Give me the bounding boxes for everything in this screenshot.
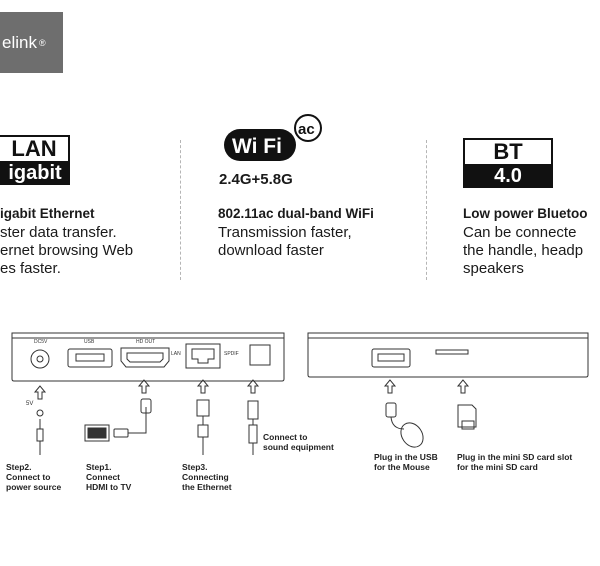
step3-line: Step3. (182, 462, 208, 472)
usb-port-icon (67, 348, 113, 368)
spdif-port-label: SPDIF (224, 351, 239, 357)
usb-dongle-icon (385, 402, 397, 418)
arrow-icon (137, 379, 151, 394)
bt-badge-bottom: 4.0 (463, 164, 553, 188)
step1-line: HDMI to TV (86, 482, 132, 492)
bt-desc-line: the handle, headp (463, 242, 584, 259)
bt-desc-line: Can be connecte (463, 224, 577, 241)
wifi-desc-line: Transmission faster, (218, 224, 352, 241)
tv-icon (84, 424, 110, 442)
dc-port-icon (30, 349, 50, 369)
arrow-icon (246, 379, 260, 394)
wifi-feature-title: 802.11ac dual-band WiFi (218, 206, 374, 221)
sdcard-line: for the mini SD card (457, 462, 538, 472)
hdmi-cable-icon (113, 428, 129, 438)
back-panel (11, 332, 285, 382)
power-plug-icon (36, 428, 44, 442)
lan-desc-line: es faster. (0, 260, 61, 277)
sound-line: Connect to (263, 432, 308, 442)
step3-label: Step3. Connecting the Ethernet (182, 462, 232, 492)
bt-desc-line: speakers (463, 260, 524, 277)
step3-line: Connecting (182, 472, 229, 482)
usb-port-label: USB (84, 339, 95, 345)
step1-line: Step1. (86, 462, 112, 472)
arrow-icon (196, 379, 210, 394)
sd-card-icon (457, 404, 477, 428)
bt-feature-desc: Can be connecte the handle, headp speake… (463, 224, 583, 278)
lan-desc-line: ster data transfer. (0, 224, 117, 241)
ethernet-plug-icon (196, 399, 210, 417)
arrow-icon (33, 385, 47, 400)
lan-badge-top: LAN (0, 135, 70, 161)
step1-label: Step1. Connect HDMI to TV (86, 462, 131, 492)
mouse-label: Plug in the USB for the Mouse (374, 452, 438, 472)
sd-slot-icon (435, 349, 469, 355)
wifi-logo-text: Wi Fi (232, 135, 282, 158)
port-diagram: DC5V USB HD OUT LAN SPDIF 5V (11, 332, 589, 455)
sdcard-line: Plug in the mini SD card slot (457, 452, 573, 462)
sound-line: sound equipment (263, 442, 334, 452)
lan-desc-line: ernet browsing Web (0, 242, 134, 259)
wifi-ac-text: ac (298, 121, 315, 138)
front-panel (307, 332, 589, 378)
wifi-desc-line: download faster (218, 242, 324, 259)
step2-label: Step2. Connect to power source (6, 462, 61, 492)
arrow-icon (456, 379, 470, 394)
brand-logo: elink® (0, 12, 63, 73)
spdif-port-icon (249, 344, 271, 366)
step2-line: Connect to (6, 472, 51, 482)
hdmi-port-icon (120, 347, 170, 368)
sound-label: Connect to sound equipment (263, 432, 334, 452)
feature-divider-1 (180, 140, 181, 280)
dc-port-label: DC5V (34, 339, 48, 345)
bt-badge: BT 4.0 (463, 138, 553, 188)
arrow-icon (383, 379, 397, 394)
mouse-line: Plug in the USB (374, 452, 438, 462)
lan-badge-bottom: igabit (0, 161, 70, 185)
lan-port-icon (185, 343, 221, 369)
wifi-bands: 2.4G+5.8G (219, 171, 293, 188)
power-voltage-label: 5V (26, 401, 33, 407)
hdmi-port-label: HD OUT (136, 339, 155, 345)
step3-line: the Ethernet (182, 482, 232, 492)
registered-mark: ® (38, 37, 46, 48)
wifi-logo-icon: Wi Fi ac (224, 114, 322, 161)
lan-badge: LAN igabit (0, 135, 70, 185)
mouse-icon (400, 422, 424, 448)
step2-line: Step2. (6, 462, 32, 472)
wifi-feature-desc: Transmission faster, download faster (218, 224, 352, 260)
mouse-line: for the Mouse (374, 462, 430, 472)
feature-divider-2 (426, 140, 427, 280)
step2-line: power source (6, 482, 62, 492)
lan-feature-desc: ster data transfer. ernet browsing Web e… (0, 224, 133, 278)
front-usb-port-icon (371, 348, 411, 368)
sdcard-label: Plug in the mini SD card slot for the mi… (457, 452, 572, 472)
power-symbol-icon (36, 409, 44, 417)
bt-feature-title: Low power Bluetoo (463, 206, 588, 221)
lan-port-label: LAN (171, 351, 181, 357)
step1-line: Connect (86, 472, 120, 482)
brand-logo-text: elink (2, 32, 37, 52)
bt-badge-top: BT (463, 138, 553, 164)
lan-feature-title: igabit Ethernet (0, 206, 95, 221)
optical-plug-icon (247, 400, 259, 420)
